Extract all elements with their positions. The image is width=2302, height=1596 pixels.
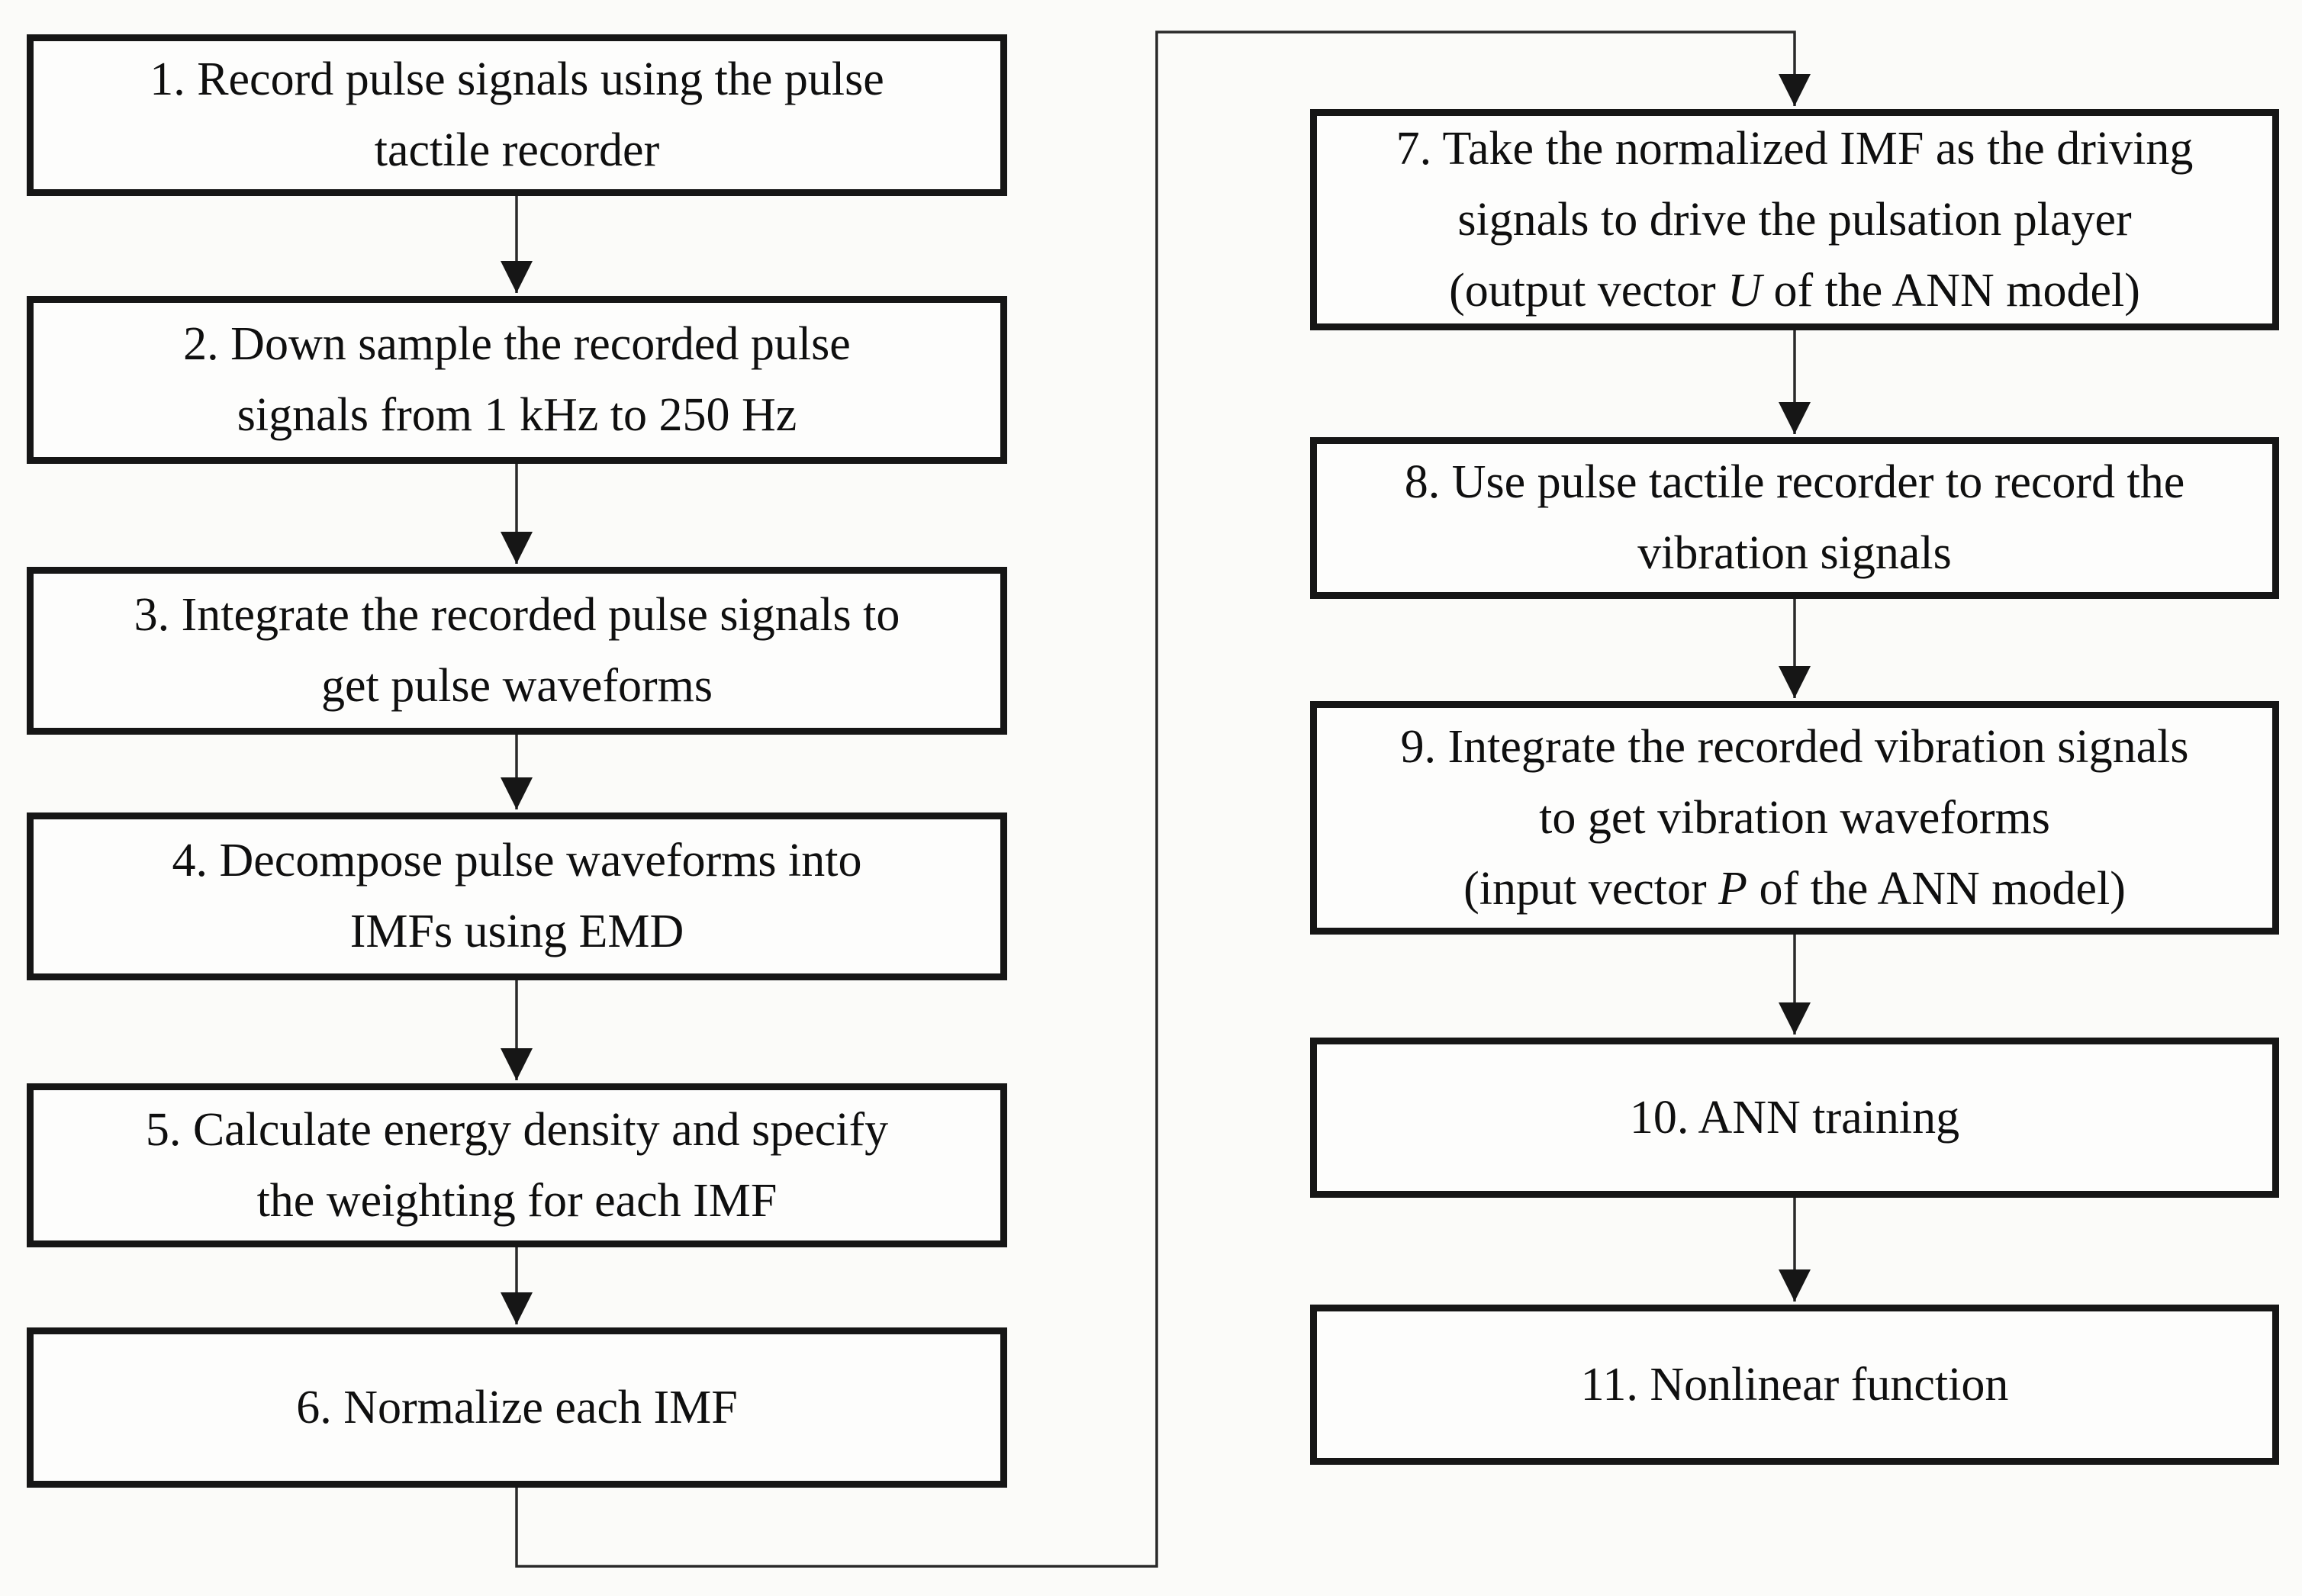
flow-box-11: 11. Nonlinear function: [1310, 1305, 2279, 1465]
flow-box-3: 3. Integrate the recorded pulse signals …: [27, 567, 1007, 735]
flow-box-6: 6. Normalize each IMF: [27, 1327, 1007, 1488]
flow-box-text-line: 11. Nonlinear function: [1580, 1358, 2009, 1411]
flow-box-2: 2. Down sample the recorded pulse signals…: [27, 296, 1007, 464]
flow-box-text-line: IMFs using EMD: [349, 906, 684, 957]
flow-box-text-line: vibration signals: [1637, 527, 1952, 579]
flow-box-text-line: 2. Down sample the recorded pulse: [183, 318, 851, 370]
flow-box-text-line: get pulse waveforms: [320, 660, 713, 712]
flow-box-text-line: 6. Normalize each IMF: [296, 1381, 738, 1434]
flow-box-1: 1. Record pulse signals using the pulse t…: [27, 34, 1007, 196]
flow-box-text-line: 10. ANN training: [1629, 1091, 1960, 1144]
flow-box-text-line: signals to drive the pulsation player: [1457, 193, 2132, 246]
flow-box-10: 10. ANN training: [1310, 1038, 2279, 1198]
flow-box-text-line: 3. Integrate the recorded pulse signals …: [134, 589, 900, 641]
flow-box-8: 8. Use pulse tactile recorder to record …: [1310, 437, 2279, 599]
flow-box-5: 5. Calculate energy density and specify t…: [27, 1083, 1007, 1247]
flow-box-text-line: to get vibration waveforms: [1539, 791, 2050, 844]
flow-box-text-line: 8. Use pulse tactile recorder to record …: [1404, 456, 2185, 508]
arrow-6-7: [515, 31, 1811, 1568]
flow-box-text-line: 9. Integrate the recorded vibration sign…: [1400, 720, 2189, 773]
flow-box-7: 7. Take the normalized IMF as the drivin…: [1310, 109, 2279, 330]
flow-box-text-line: 1. Record pulse signals using the pulse: [150, 53, 884, 105]
flow-box-text-line: 4. Decompose pulse waveforms into: [172, 835, 862, 886]
flow-box-text-line: tactile recorder: [374, 124, 660, 176]
flow-box-text-line: (output vector U of the ANN model): [1449, 264, 2140, 317]
flow-box-text-line: the weighting for each IMF: [256, 1174, 778, 1227]
flow-box-text-line: 5. Calculate energy density and specify: [145, 1103, 889, 1156]
flow-box-text-line: signals from 1 kHz to 250 Hz: [237, 389, 797, 441]
flow-box-text-line: 7. Take the normalized IMF as the drivin…: [1396, 122, 2194, 175]
flow-box-9: 9. Integrate the recorded vibration sign…: [1310, 701, 2279, 935]
flow-box-text-line: (input vector P of the ANN model): [1463, 862, 2126, 915]
